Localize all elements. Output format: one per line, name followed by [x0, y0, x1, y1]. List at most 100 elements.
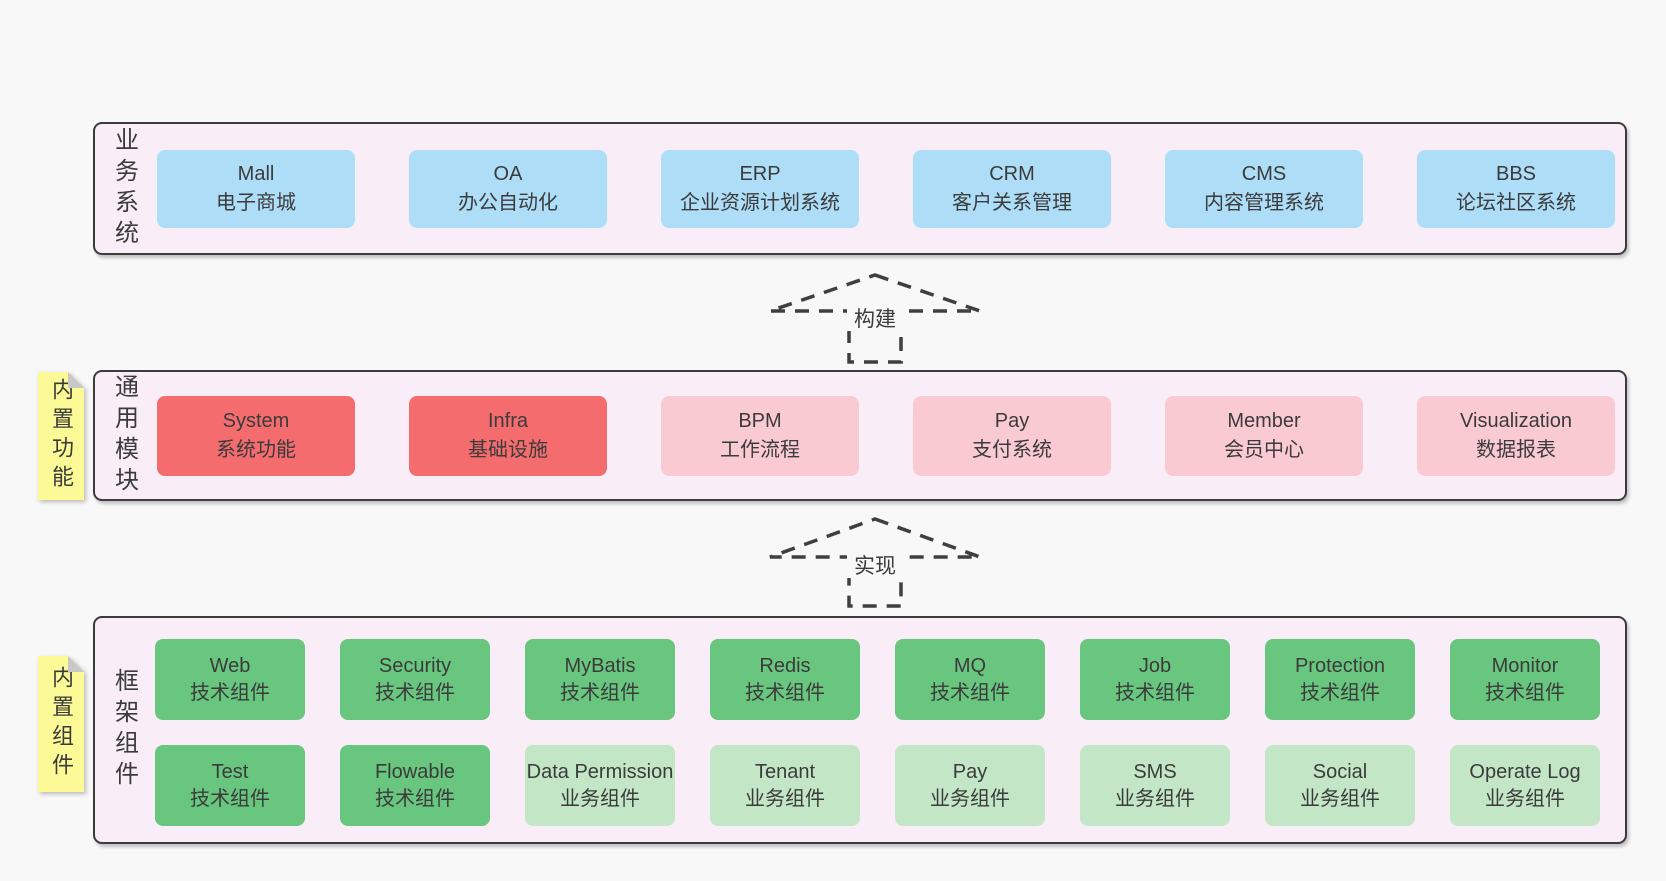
box-title: Security — [378, 654, 452, 677]
common-modules-label: 通用模块 — [110, 373, 138, 498]
up-arrow-icon — [769, 517, 981, 608]
box-title: Protection — [1294, 654, 1386, 677]
box-subtitle: 内容管理系统 — [1204, 192, 1324, 214]
box-visualization: Visualization 数据报表 — [1417, 396, 1615, 476]
box-title: Test — [211, 760, 249, 783]
note-fold-corner — [68, 372, 84, 388]
box-title: Member — [1227, 410, 1301, 432]
box-title: Pay — [994, 410, 1030, 432]
box-title: CMS — [1241, 163, 1287, 185]
box-flowable: Flowable 技术组件 — [340, 745, 490, 826]
box-member: Member 会员中心 — [1165, 396, 1363, 476]
box-web: Web 技术组件 — [155, 639, 305, 720]
box-subtitle: 技术组件 — [745, 681, 825, 704]
box-infra: Infra 基础设施 — [409, 396, 607, 476]
box-title: Pay — [952, 760, 988, 783]
box-subtitle: 客户关系管理 — [952, 192, 1072, 214]
box-protection: Protection 技术组件 — [1265, 639, 1415, 720]
build-arrow-label: 构建 — [854, 308, 896, 331]
box-subtitle: 业务组件 — [1300, 787, 1380, 810]
common-modules-panel: 通用模块 System 系统功能 Infra 基础设施 BPM 工作流程 Pay… — [93, 370, 1627, 501]
box-social: Social 业务组件 — [1265, 745, 1415, 826]
box-title: Tenant — [754, 760, 816, 783]
builtin-components-note: 内置组件 — [38, 656, 84, 792]
arrow-label-backdrop — [847, 304, 903, 331]
framework-components-row-1: Web 技术组件 Security 技术组件 MyBatis 技术组件 Redi… — [155, 639, 1600, 720]
box-mq: MQ 技术组件 — [895, 639, 1045, 720]
box-subtitle: 工作流程 — [720, 439, 800, 461]
box-test: Test 技术组件 — [155, 745, 305, 826]
framework-components-panel: 框架组件 Web 技术组件 Security 技术组件 MyBatis 技术组件… — [93, 616, 1627, 844]
box-subtitle: 基础设施 — [468, 439, 548, 461]
box-title: Mall — [237, 163, 275, 185]
box-subtitle: 业务组件 — [560, 787, 640, 810]
builtin-features-note: 内置功能 — [38, 372, 84, 500]
up-arrow-icon — [769, 273, 981, 364]
box-title: Redis — [759, 654, 811, 677]
box-bpm: BPM 工作流程 — [661, 396, 859, 476]
box-system: System 系统功能 — [157, 396, 355, 476]
box-title: Infra — [487, 410, 529, 432]
box-subtitle: 企业资源计划系统 — [680, 192, 840, 214]
box-subtitle: 技术组件 — [190, 787, 270, 810]
box-subtitle: 业务组件 — [745, 787, 825, 810]
box-cms: CMS 内容管理系统 — [1165, 150, 1363, 228]
box-oa: OA 办公自动化 — [409, 150, 607, 228]
box-title: MQ — [953, 654, 987, 677]
common-modules-row: System 系统功能 Infra 基础设施 BPM 工作流程 Pay 支付系统… — [157, 396, 1615, 476]
box-title: Monitor — [1491, 654, 1559, 677]
box-title: BPM — [738, 410, 782, 432]
box-subtitle: 业务组件 — [1485, 787, 1565, 810]
box-operate-log: Operate Log 业务组件 — [1450, 745, 1600, 826]
box-subtitle: 技术组件 — [375, 787, 455, 810]
box-subtitle: 技术组件 — [930, 681, 1010, 704]
box-title: Data Permission — [526, 760, 674, 783]
framework-components-label: 框架组件 — [110, 668, 138, 792]
box-subtitle: 论坛社区系统 — [1456, 192, 1576, 214]
box-title: ERP — [739, 163, 781, 185]
business-systems-panel: 业务系统 Mall 电子商城 OA 办公自动化 ERP 企业资源计划系统 CRM… — [93, 122, 1627, 255]
box-title: CRM — [989, 163, 1035, 185]
implement-arrow: 实现 — [769, 517, 981, 608]
build-arrow: 构建 — [769, 273, 981, 364]
box-subtitle: 数据报表 — [1476, 439, 1556, 461]
business-systems-label: 业务系统 — [110, 126, 138, 251]
box-redis: Redis 技术组件 — [710, 639, 860, 720]
box-title: System — [222, 410, 290, 432]
box-subtitle: 系统功能 — [216, 439, 296, 461]
box-subtitle: 业务组件 — [930, 787, 1010, 810]
box-monitor: Monitor 技术组件 — [1450, 639, 1600, 720]
box-subtitle: 技术组件 — [560, 681, 640, 704]
box-mybatis: MyBatis 技术组件 — [525, 639, 675, 720]
box-subtitle: 技术组件 — [190, 681, 270, 704]
implement-arrow-label: 实现 — [854, 555, 896, 578]
box-mall: Mall 电子商城 — [157, 150, 355, 228]
box-job: Job 技术组件 — [1080, 639, 1230, 720]
box-title: Job — [1138, 654, 1172, 677]
box-subtitle: 技术组件 — [375, 681, 455, 704]
box-data-permission: Data Permission 业务组件 — [525, 745, 675, 826]
box-subtitle: 技术组件 — [1115, 681, 1195, 704]
box-title: Operate Log — [1469, 760, 1581, 783]
box-title: BBS — [1495, 163, 1537, 185]
box-subtitle: 电子商城 — [216, 192, 296, 214]
box-subtitle: 会员中心 — [1224, 439, 1304, 461]
box-subtitle: 支付系统 — [972, 439, 1052, 461]
box-pay-component: Pay 业务组件 — [895, 745, 1045, 826]
box-title: MyBatis — [564, 654, 636, 677]
box-subtitle: 技术组件 — [1300, 681, 1380, 704]
box-security: Security 技术组件 — [340, 639, 490, 720]
box-tenant: Tenant 业务组件 — [710, 745, 860, 826]
box-title: Flowable — [374, 760, 456, 783]
box-bbs: BBS 论坛社区系统 — [1417, 150, 1615, 228]
box-pay-module: Pay 支付系统 — [913, 396, 1111, 476]
framework-components-row-2: Test 技术组件 Flowable 技术组件 Data Permission … — [155, 745, 1600, 826]
box-title: Web — [209, 654, 251, 677]
arrow-label-backdrop — [847, 551, 903, 578]
box-title: Visualization — [1460, 410, 1572, 432]
box-sms: SMS 业务组件 — [1080, 745, 1230, 826]
note-fold-corner — [68, 656, 84, 672]
builtin-components-note-text: 内置组件 — [38, 656, 84, 792]
box-title: OA — [493, 163, 523, 185]
